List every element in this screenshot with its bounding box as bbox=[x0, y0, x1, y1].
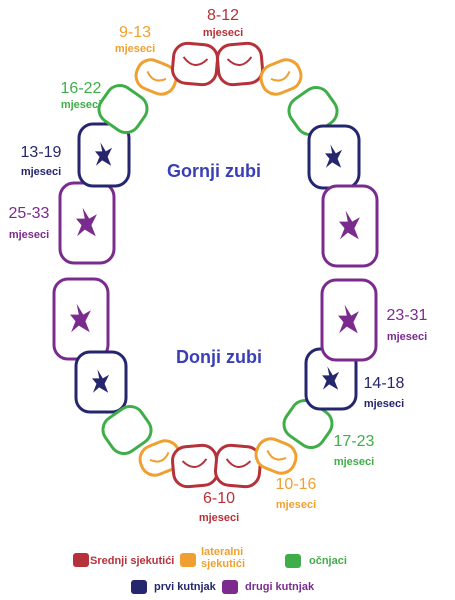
lower-first-molar-right-groove-mark bbox=[322, 366, 340, 390]
upper-second-molar-label: 25-33 mjeseci bbox=[0, 206, 58, 241]
legend-swatch-second-molar bbox=[222, 580, 238, 594]
upper-lateral-right-tooth bbox=[259, 58, 303, 96]
upper-central-label: 8-12 mjeseci bbox=[193, 8, 253, 39]
upper-first-molar-range: 13-19 bbox=[20, 144, 62, 161]
lower-lateral-left-edge-mark bbox=[149, 451, 170, 463]
lower-second-molar-left-groove-mark bbox=[70, 303, 91, 333]
upper-canine-range: 16-22 bbox=[60, 80, 102, 97]
legend-swatch-central bbox=[73, 553, 89, 567]
lower-central-right-tooth bbox=[214, 443, 262, 489]
legend-label-second-molar: drugi kutnjak bbox=[245, 581, 315, 593]
lower-first-molar-left-tooth bbox=[74, 350, 128, 414]
lower-second-molar-range: 23-31 bbox=[386, 307, 428, 324]
lower-canine-label: 17-23 mjeseci bbox=[324, 434, 384, 468]
lower-canine-left-outline bbox=[101, 404, 153, 456]
lower-teeth-title: Donji zubi bbox=[176, 347, 262, 367]
lower-central-range: 6-10 bbox=[202, 490, 236, 507]
legend-swatch-lateral bbox=[180, 553, 196, 567]
lower-lateral-right-tooth bbox=[254, 437, 298, 475]
lower-second-molar-left-tooth bbox=[52, 277, 110, 361]
upper-central-unit: mjeseci bbox=[202, 27, 244, 39]
lower-lateral-right-edge-mark bbox=[266, 449, 287, 461]
upper-second-molar-left-groove-mark bbox=[76, 207, 97, 237]
legend-label-canine: očnjaci bbox=[309, 555, 347, 567]
upper-first-molar-left-groove-mark bbox=[95, 142, 113, 166]
upper-lateral-left-tooth bbox=[134, 58, 178, 96]
upper-central-right-edge-mark bbox=[226, 56, 253, 66]
upper-central-range: 8-12 bbox=[206, 7, 240, 24]
lower-central-right-edge-mark bbox=[225, 458, 252, 468]
upper-canine-unit: mjeseci bbox=[60, 99, 102, 111]
lower-second-molar-right-tooth bbox=[320, 278, 378, 362]
upper-first-molar-right-groove-mark bbox=[325, 144, 343, 168]
lower-canine-range: 17-23 bbox=[333, 433, 375, 450]
lower-lateral-unit: mjeseci bbox=[275, 499, 317, 511]
legend-label-central: Srednji sjekutići bbox=[90, 555, 175, 567]
lower-first-molar-right-tooth bbox=[304, 347, 358, 411]
upper-second-molar-unit: mjeseci bbox=[8, 229, 50, 241]
lower-lateral-range: 10-16 bbox=[275, 476, 317, 493]
upper-first-molar-left-tooth bbox=[77, 122, 131, 188]
upper-central-right-tooth bbox=[216, 41, 264, 87]
legend-label-first-molar: prvi kutnjak bbox=[154, 581, 216, 593]
legend-swatch-canine bbox=[285, 554, 301, 568]
lower-central-unit: mjeseci bbox=[198, 512, 240, 524]
lower-second-molar-right-groove-mark bbox=[338, 304, 359, 334]
upper-lateral-unit: mjeseci bbox=[114, 43, 156, 55]
upper-canine-label: 16-22 mjeseci bbox=[50, 81, 112, 111]
upper-second-molar-right-groove-mark bbox=[339, 210, 360, 240]
legend-swatch-first-molar bbox=[131, 580, 147, 594]
upper-lateral-left-outline bbox=[134, 58, 178, 96]
lower-second-molar-label: 23-31 mjeseci bbox=[377, 308, 437, 343]
upper-canine-left-outline bbox=[97, 83, 149, 135]
legend-label-lateral: lateralni sjekutići bbox=[201, 546, 246, 570]
lower-second-molar-unit: mjeseci bbox=[386, 331, 428, 343]
upper-first-molar-label: 13-19 mjeseci bbox=[10, 145, 72, 178]
upper-central-left-edge-mark bbox=[182, 56, 209, 66]
upper-lateral-range: 9-13 bbox=[118, 24, 152, 41]
lower-lateral-label: 10-16 mjeseci bbox=[266, 477, 326, 511]
upper-lateral-label: 9-13 mjeseci bbox=[104, 25, 166, 55]
upper-lateral-right-edge-mark bbox=[270, 70, 291, 82]
upper-first-molar-unit: mjeseci bbox=[20, 166, 62, 178]
upper-canine-left-tooth bbox=[97, 83, 149, 135]
lower-first-molar-range: 14-18 bbox=[363, 375, 405, 392]
lower-first-molar-unit: mjeseci bbox=[363, 398, 405, 410]
lower-first-molar-label: 14-18 mjeseci bbox=[354, 376, 414, 410]
lower-central-left-tooth bbox=[171, 443, 219, 489]
lower-central-left-edge-mark bbox=[181, 458, 208, 468]
lower-canine-unit: mjeseci bbox=[333, 456, 375, 468]
upper-second-molar-left-tooth bbox=[58, 181, 116, 265]
upper-central-left-tooth bbox=[171, 41, 219, 87]
lower-central-label: 6-10 mjeseci bbox=[189, 491, 249, 524]
upper-lateral-left-edge-mark bbox=[146, 70, 167, 82]
upper-teeth-title: Gornji zubi bbox=[167, 161, 261, 181]
lower-first-molar-left-groove-mark bbox=[92, 369, 110, 393]
lower-canine-left-tooth bbox=[101, 404, 153, 456]
lower-lateral-right-outline bbox=[254, 437, 298, 475]
upper-second-molar-range: 25-33 bbox=[8, 205, 50, 222]
upper-lateral-right-outline bbox=[259, 58, 303, 96]
upper-first-molar-right-tooth bbox=[307, 124, 361, 190]
upper-second-molar-right-tooth bbox=[321, 184, 379, 268]
